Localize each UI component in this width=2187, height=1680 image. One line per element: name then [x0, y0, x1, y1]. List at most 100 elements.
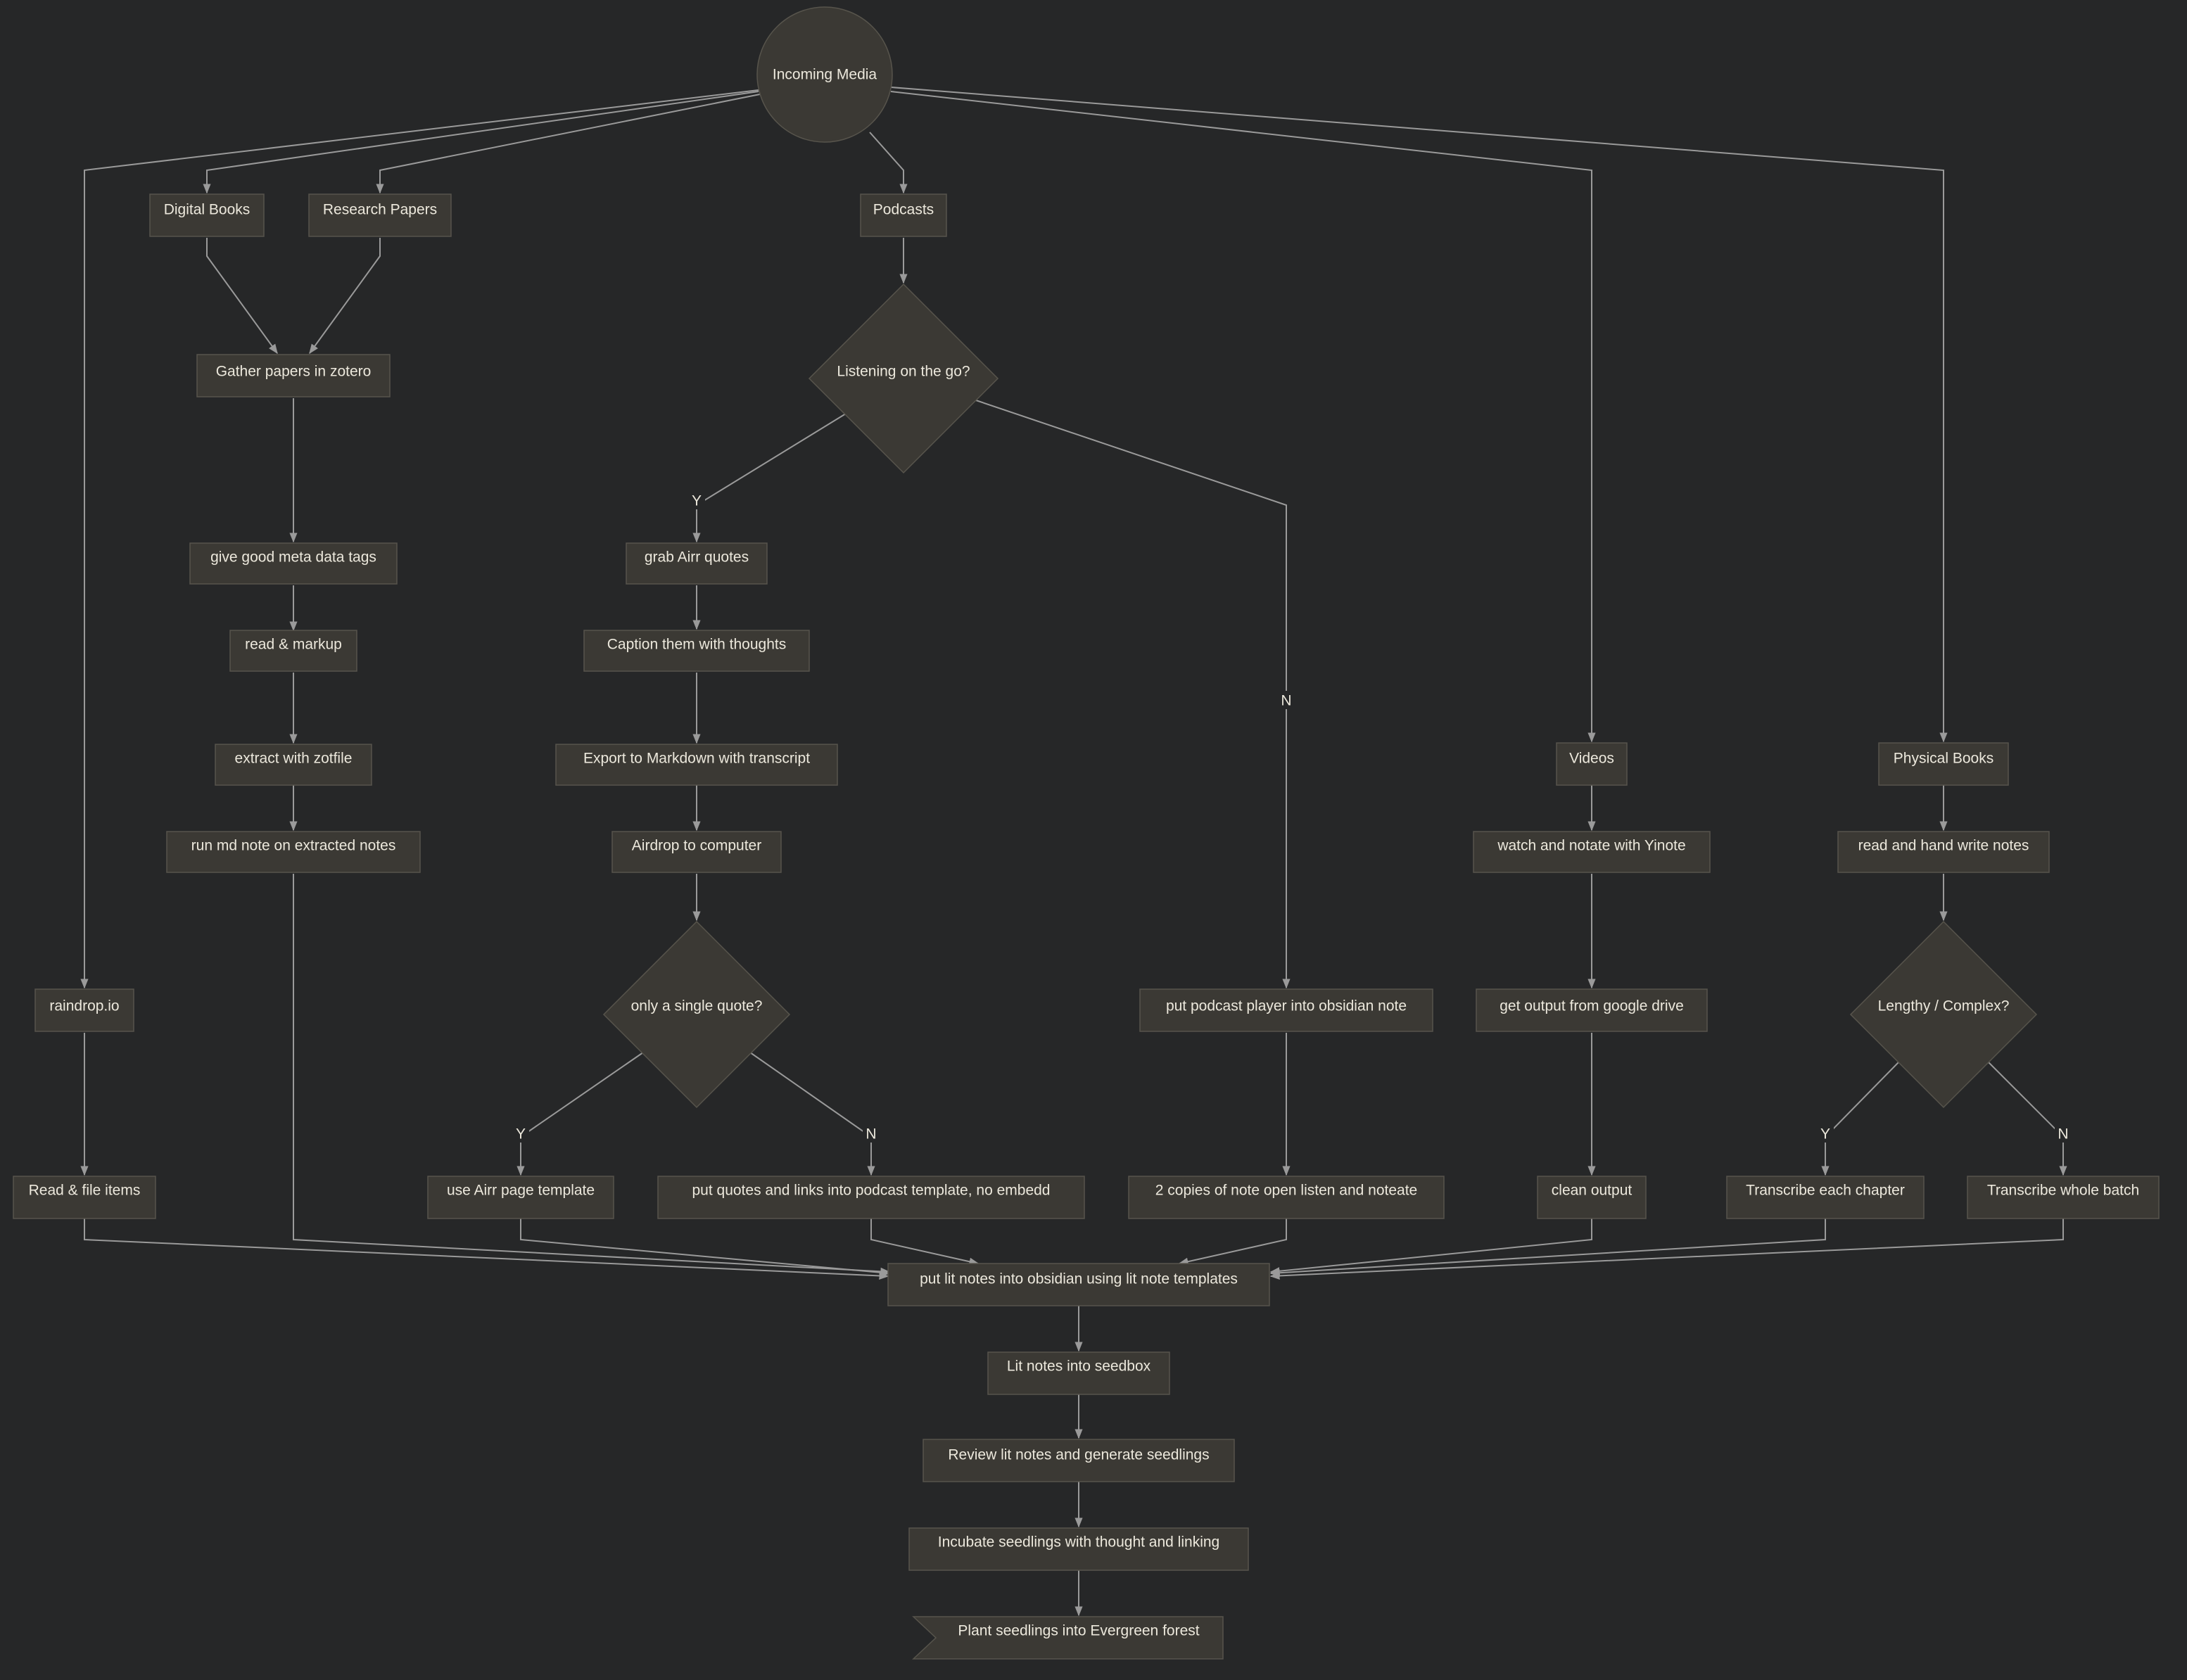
node-meta-tags[interactable]: give good meta data tags	[189, 542, 398, 585]
edge-label-lengthy-no: N	[2058, 1126, 2068, 1143]
node-plant[interactable]: Plant seedlings into Evergreen forest	[912, 1616, 1224, 1660]
edge-single-put-quotes	[749, 1052, 875, 1176]
node-label: Airdrop to computer	[632, 838, 761, 854]
edge-incoming-digital-books	[203, 91, 759, 194]
node-label: Plant seedlings into Evergreen forest	[958, 1623, 1199, 1639]
node-label: grab Airr quotes	[645, 549, 749, 566]
nodes: Incoming Media Digital Books Research Pa…	[13, 6, 2160, 1660]
node-label: clean output	[1552, 1183, 1633, 1199]
node-label: Read & file items	[29, 1183, 141, 1199]
node-label: watch and notate with Yinote	[1497, 838, 1685, 854]
edge-digital-books-gather	[206, 238, 278, 355]
node-extract-zotfile[interactable]: extract with zotfile	[215, 744, 372, 786]
node-physical-books[interactable]: Physical Books	[1878, 742, 2009, 786]
node-incoming-media[interactable]: Incoming Media	[756, 6, 893, 143]
node-airdrop[interactable]: Airdrop to computer	[611, 831, 782, 873]
node-label: give good meta data tags	[210, 549, 376, 566]
edge-listening-player	[973, 399, 1291, 989]
edge-batch-lit	[1269, 1218, 2064, 1280]
node-caption[interactable]: Caption them with thoughts	[583, 630, 810, 672]
node-label: read & markup	[245, 637, 342, 653]
node-label: use Airr page template	[447, 1183, 595, 1199]
edge-put-quotes-lit	[870, 1218, 980, 1266]
node-export-md[interactable]: Export to Markdown with transcript	[555, 744, 838, 786]
node-label: Listening on the go?	[837, 364, 970, 380]
edge-copies-lit	[1178, 1218, 1287, 1266]
edge-clean-lit	[1269, 1218, 1592, 1275]
node-raindrop[interactable]: raindrop.io	[34, 988, 134, 1032]
edge-single-use-airr	[516, 1052, 644, 1176]
node-use-airr[interactable]: use Airr page template	[427, 1176, 614, 1219]
node-lit-notes[interactable]: put lit notes into obsidian using lit no…	[887, 1263, 1270, 1306]
node-read-file[interactable]: Read & file items	[13, 1176, 156, 1219]
node-label: only a single quote?	[631, 998, 763, 1014]
edge-incoming-raindrop	[80, 89, 759, 989]
node-podcast-player[interactable]: put podcast player into obsidian note	[1139, 988, 1433, 1032]
node-label: Videos	[1569, 751, 1614, 767]
node-label: Caption them with thoughts	[607, 637, 786, 653]
node-label: Export to Markdown with transcript	[583, 751, 810, 767]
edge-read-file-lit	[84, 1218, 889, 1280]
edge-lengthy-batch	[1988, 1062, 2067, 1176]
node-watch-yinote[interactable]: watch and notate with Yinote	[1473, 831, 1711, 873]
edge-incoming-videos	[890, 91, 1596, 743]
edge-label-listen-yes: Y	[692, 493, 702, 509]
node-read-markup[interactable]: read & markup	[229, 630, 357, 672]
node-label: Podcasts	[873, 202, 934, 218]
node-incubate[interactable]: Incubate seedlings with thought and link…	[908, 1527, 1249, 1571]
node-label: Transcribe whole batch	[1987, 1183, 2139, 1199]
node-transcribe-batch[interactable]: Transcribe whole batch	[1967, 1176, 2160, 1219]
node-single-quote-decision[interactable]: only a single quote?	[602, 920, 791, 1109]
node-label: raindrop.io	[49, 998, 119, 1014]
edge-lengthy-chapter	[1821, 1062, 1899, 1176]
node-videos[interactable]: Videos	[1556, 742, 1628, 786]
node-label: put lit notes into obsidian using lit no…	[920, 1271, 1238, 1287]
node-label: put quotes and links into podcast templa…	[692, 1183, 1050, 1199]
node-lengthy-decision[interactable]: Lengthy / Complex?	[1849, 920, 2038, 1109]
node-label: Physical Books	[1894, 751, 1993, 767]
edge-use-airr-lit	[520, 1218, 891, 1277]
node-put-quotes[interactable]: put quotes and links into podcast templa…	[657, 1176, 1085, 1219]
node-podcasts[interactable]: Podcasts	[860, 193, 947, 237]
node-label: Transcribe each chapter	[1746, 1183, 1905, 1199]
edge-label-lengthy-yes: Y	[1820, 1126, 1830, 1143]
edge-listening-grab	[692, 413, 847, 543]
node-label: Gather papers in zotero	[216, 364, 372, 380]
node-label: Incubate seedlings with thought and link…	[938, 1534, 1219, 1551]
edge-labels: Y N Y N Y N	[512, 491, 2072, 1143]
edge-label-listen-no: N	[1281, 693, 1291, 709]
node-digital-books[interactable]: Digital Books	[149, 193, 265, 237]
node-read-hand[interactable]: read and hand write notes	[1837, 831, 2050, 873]
node-label: Research Papers	[323, 202, 437, 218]
node-gather-zotero[interactable]: Gather papers in zotero	[196, 354, 391, 397]
node-label: extract with zotfile	[235, 751, 353, 767]
node-label: put podcast player into obsidian note	[1166, 998, 1407, 1014]
node-google-drive[interactable]: get output from google drive	[1476, 988, 1708, 1032]
edge-incoming-physical-books	[890, 87, 1948, 743]
node-label: Lit notes into seedbox	[1007, 1358, 1151, 1375]
node-transcribe-chapter[interactable]: Transcribe each chapter	[1726, 1176, 1925, 1219]
edge-incoming-podcasts	[869, 132, 908, 194]
edges	[80, 87, 2067, 1617]
node-label: Digital Books	[164, 202, 251, 218]
edge-label-quote-no: N	[866, 1126, 876, 1143]
node-grab-airr[interactable]: grab Airr quotes	[626, 542, 768, 585]
node-research-papers[interactable]: Research Papers	[308, 193, 452, 237]
edge-research-papers-gather	[309, 238, 381, 355]
node-two-copies[interactable]: 2 copies of note open listen and noteate	[1128, 1176, 1445, 1219]
node-seedbox[interactable]: Lit notes into seedbox	[987, 1351, 1170, 1395]
edge-runmd-lit	[293, 874, 891, 1275]
edge-chapter-lit	[1269, 1218, 1826, 1277]
node-run-md[interactable]: run md note on extracted notes	[166, 831, 421, 873]
node-clean-output[interactable]: clean output	[1537, 1176, 1647, 1219]
node-label: run md note on extracted notes	[191, 838, 396, 854]
node-label: Incoming Media	[773, 67, 877, 83]
node-label: read and hand write notes	[1858, 838, 2029, 854]
edge-incoming-research-papers	[376, 94, 761, 194]
node-label: Review lit notes and generate seedlings	[948, 1447, 1209, 1463]
node-listening-decision[interactable]: Listening on the go?	[808, 283, 999, 474]
edge-label-quote-yes: Y	[516, 1126, 526, 1143]
node-label: get output from google drive	[1500, 998, 1684, 1014]
node-review[interactable]: Review lit notes and generate seedlings	[923, 1439, 1235, 1482]
